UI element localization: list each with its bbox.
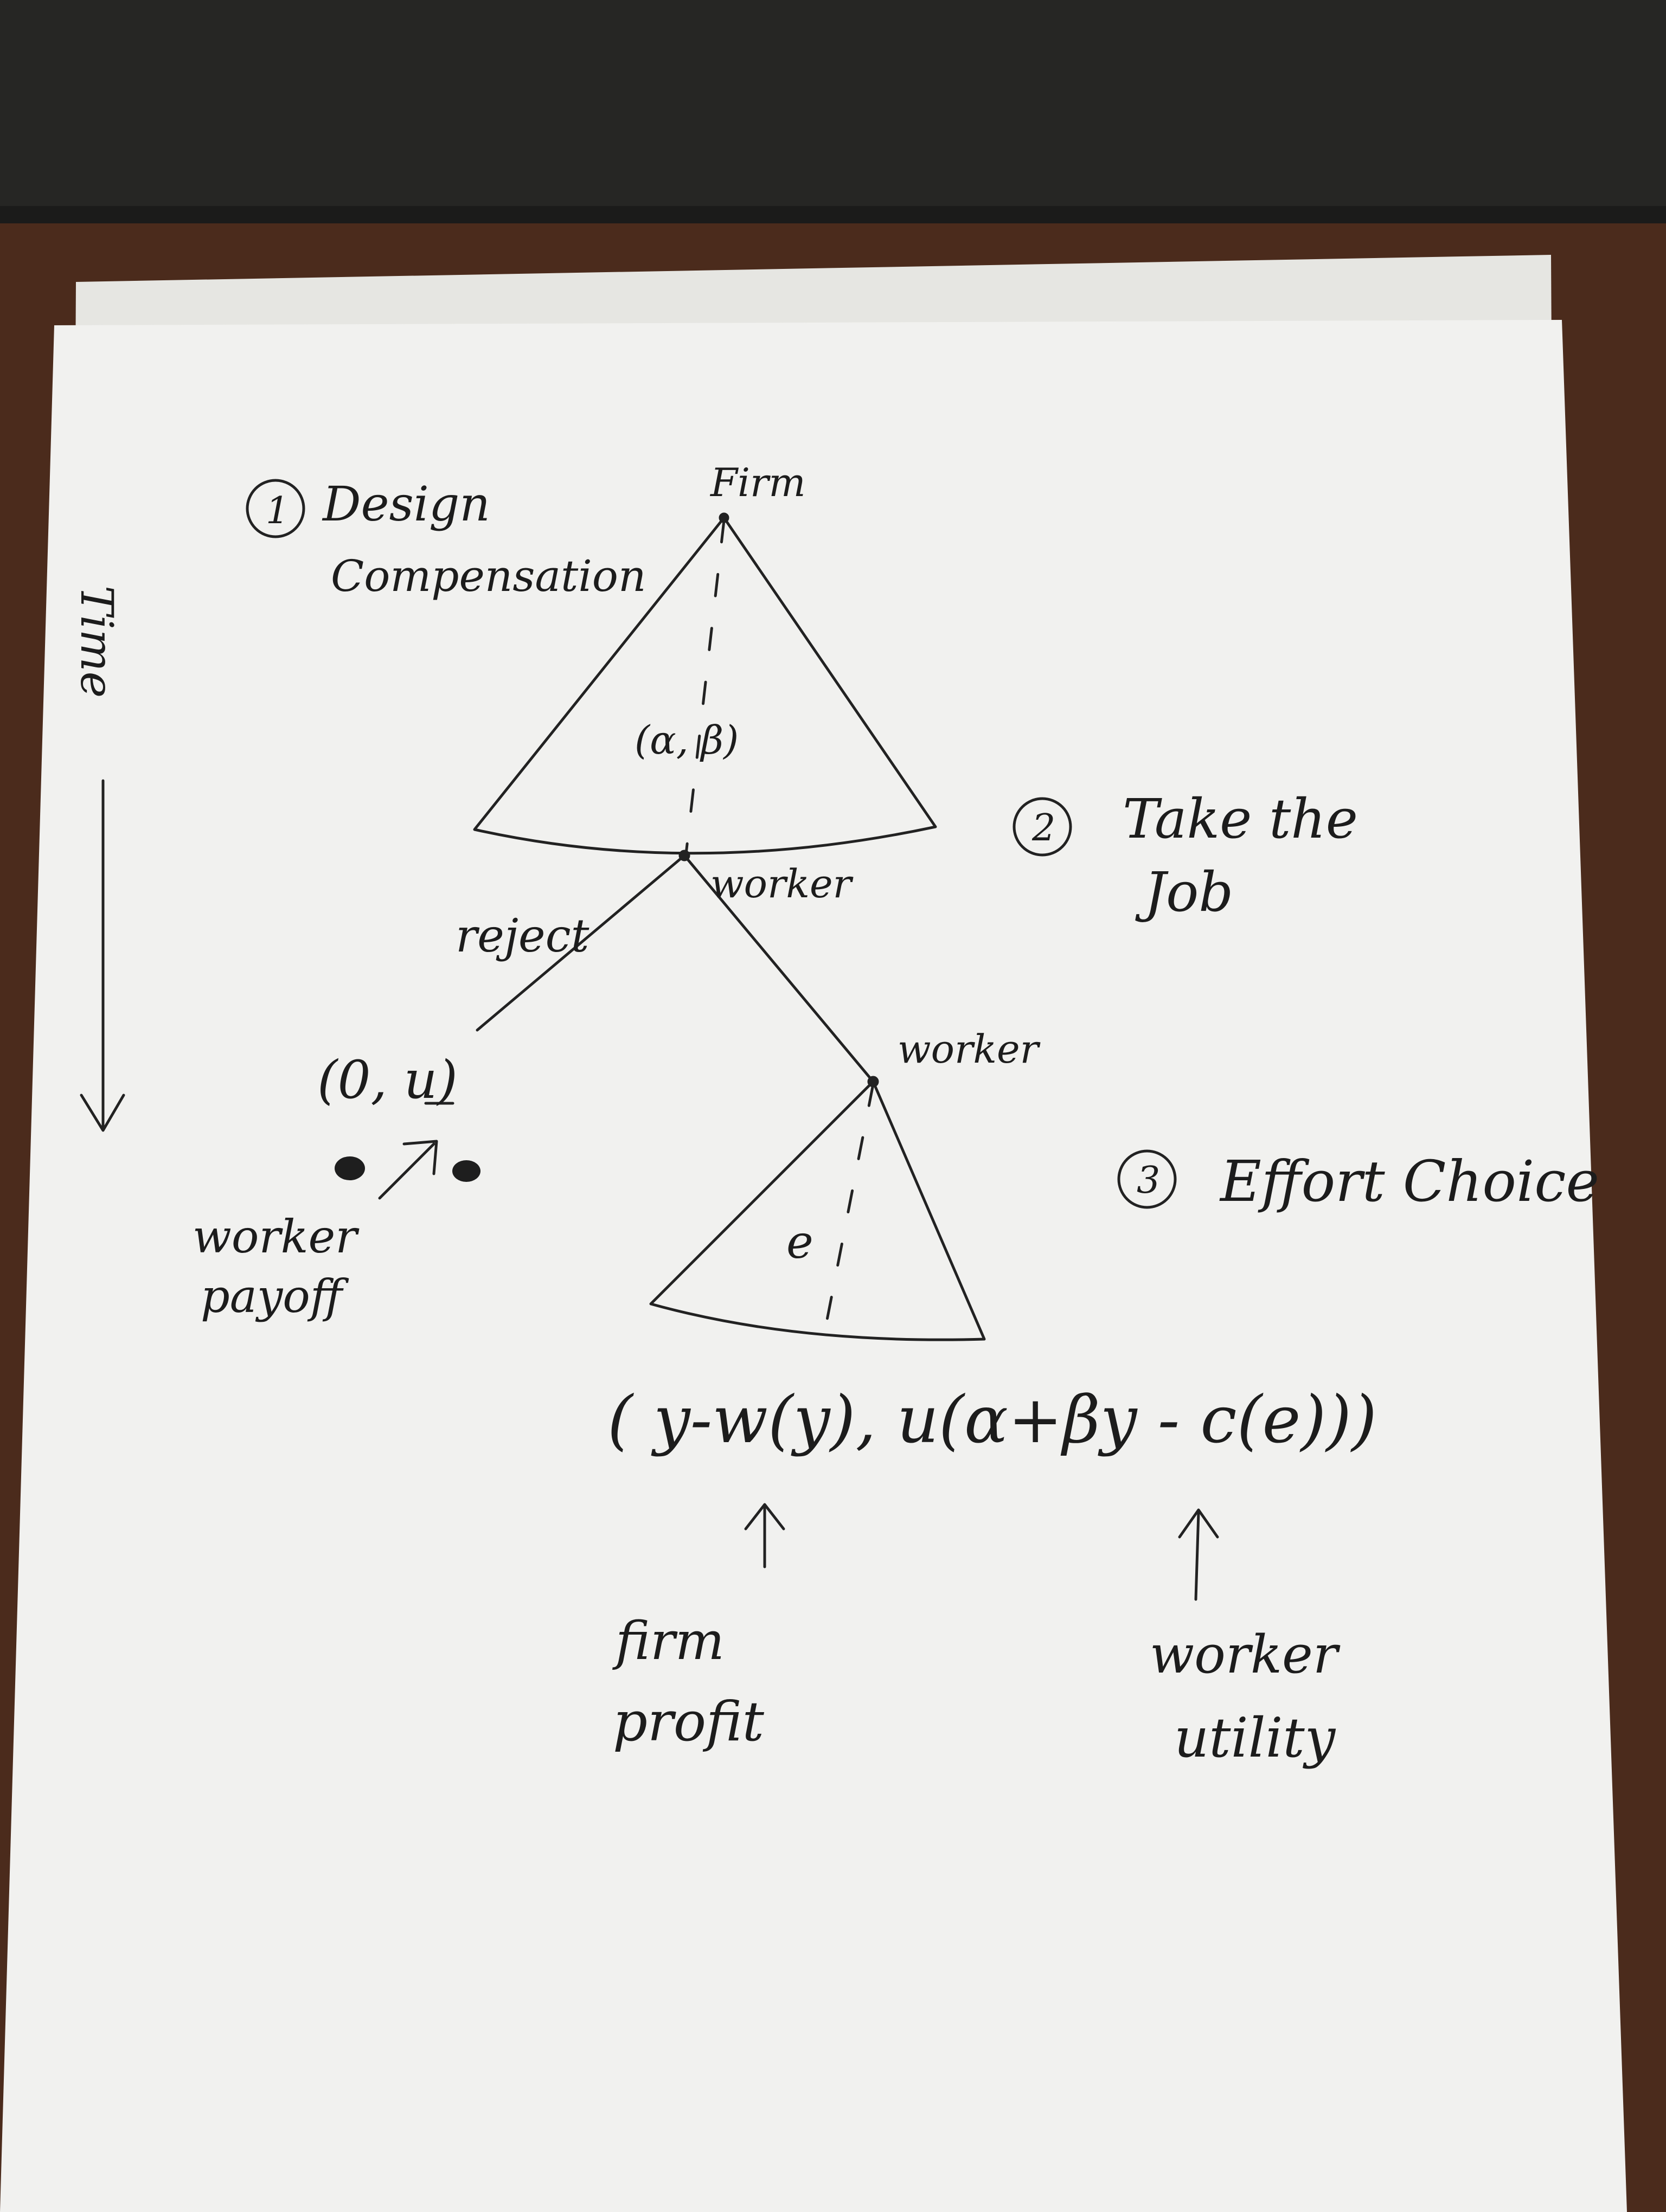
reject-branch	[476, 854, 686, 1032]
stage-1-number: 1	[266, 490, 289, 532]
effort-label: e	[786, 1216, 813, 1269]
stage-3-circle	[1117, 1149, 1177, 1209]
firm-profit-label-line2: profit	[613, 1690, 765, 1753]
accept-branch	[683, 854, 875, 1083]
worker-utility-label-line2: utility	[1174, 1706, 1336, 1770]
worker-utility-label-line1: worker	[1150, 1624, 1341, 1685]
stage-3-number: 3	[1137, 1159, 1160, 1202]
time-label: Time	[71, 586, 122, 698]
worker-payoff-label-line2: payoff	[201, 1270, 349, 1323]
stage-2-label-line1: Take the	[1123, 787, 1358, 851]
firm-profit-arrow-head	[744, 1503, 785, 1531]
scribble-mark-right	[452, 1160, 480, 1182]
reject-label: reject	[456, 909, 589, 962]
worker-node-2-label: worker	[898, 1026, 1041, 1072]
worker-utility-arrow-shaft	[1194, 1511, 1200, 1601]
worker-node-1-label: worker	[710, 861, 854, 906]
scribble-marks	[335, 1156, 480, 1182]
stage-2-number: 2	[1031, 807, 1055, 850]
worker-payoff-arrow-head	[402, 1140, 438, 1175]
stage-2-circle	[1013, 797, 1072, 857]
firm-node-label: Firm	[709, 460, 806, 505]
firm-node	[719, 512, 729, 523]
stage-1-circle	[246, 479, 305, 538]
effort-choice-triangle	[649, 1080, 986, 1341]
firm-choice-triangle	[473, 516, 937, 855]
worker-utility-arrow-head	[1178, 1508, 1219, 1539]
monitor-edge	[0, 0, 1666, 222]
firm-profit-label-line1: firm	[612, 1611, 725, 1671]
scribble-mark-left	[335, 1156, 365, 1180]
monitor-bottom-bezel	[0, 206, 1666, 223]
accept-payoff: ( y-w(y), u(α+βy - c(e)))	[607, 1382, 1377, 1458]
stage-3-label: Effort Choice	[1219, 1148, 1599, 1214]
worker-payoff-label-line1: worker	[193, 1210, 360, 1263]
worker-payoff-arrow-shaft	[378, 1142, 435, 1200]
stage-1-label-line2: Compensation	[331, 551, 646, 601]
stage-1-label-line1: Design	[322, 476, 490, 532]
time-arrow-head	[80, 1094, 125, 1132]
firm-choice-dashed-line	[684, 519, 726, 856]
effort-dashed-line	[823, 1083, 875, 1335]
paper-sheet-front	[0, 320, 1627, 2212]
stage-2-label-line2: Job	[1135, 860, 1233, 924]
firm-choice-label: (α, β)	[635, 717, 739, 763]
reject-payoff: (0, u)	[317, 1050, 458, 1110]
